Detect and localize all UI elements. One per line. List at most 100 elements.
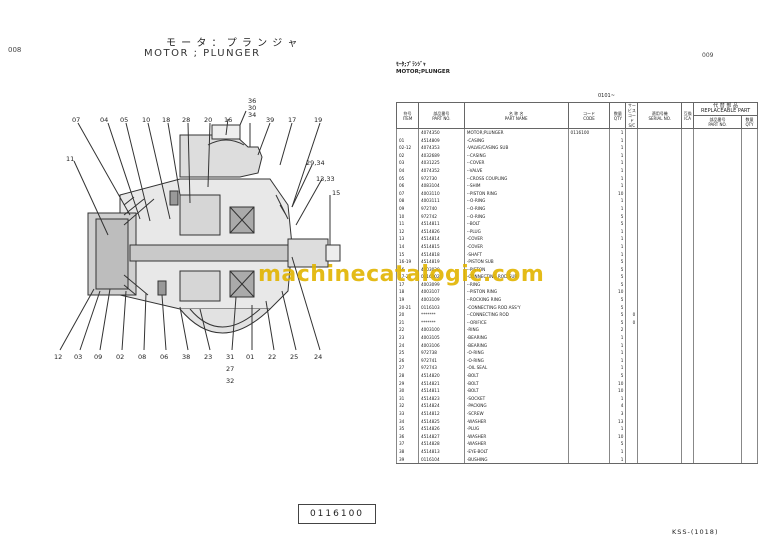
cell-name: -WASHER: [463, 432, 569, 441]
cell-empty: [637, 402, 683, 410]
cell-part-no: 4003110: [417, 189, 465, 198]
cell-name: --CASING: [463, 151, 569, 160]
cell-part-no: 4514814: [417, 235, 465, 243]
cell-name: -RING: [463, 326, 569, 335]
cell-part-no: 972741: [417, 356, 465, 365]
callout-label: 20: [204, 116, 212, 124]
cell-item: 02-12: [396, 144, 419, 152]
cell-name: --ORIFICE: [463, 318, 569, 327]
cell-empty: [637, 296, 683, 304]
cell-name: -WASHER: [463, 417, 569, 426]
callout-label: 03: [74, 353, 82, 361]
cell-qty: 5: [609, 212, 627, 221]
cell-name: MOTOR;PLUNGER: [463, 128, 569, 137]
cell-empty: [681, 409, 695, 418]
cell-part-no: 4514809: [417, 136, 465, 145]
cell-name: -BOLT: [463, 379, 569, 388]
cell-item: 16-19: [396, 258, 419, 266]
cell-empty: [693, 227, 742, 236]
callout-label: 22: [268, 353, 276, 361]
left-title-japanese: モ ー タ ： プ ラ ン ジ ャ: [166, 38, 299, 49]
cell-code: [567, 311, 611, 319]
cell-part-no: 0116103: [417, 303, 465, 312]
cell-empty: [681, 303, 695, 312]
cell-empty: [681, 144, 695, 152]
cell-qty: 5: [609, 265, 627, 274]
cell-empty: [740, 265, 759, 274]
cell-empty: [740, 242, 759, 251]
cell-empty: [681, 372, 695, 380]
cell-sc: [625, 174, 639, 183]
cell-item: 13: [396, 235, 419, 243]
cell-empty: [681, 197, 695, 205]
callout-label: 32: [226, 377, 234, 385]
cell-code: [567, 220, 611, 228]
cell-empty: [740, 288, 759, 297]
callout-label: 07: [72, 116, 80, 124]
cell-empty: [693, 258, 742, 266]
cell-qty: 1: [609, 174, 627, 183]
cell-qty: 5: [609, 220, 627, 228]
cell-code: [567, 394, 611, 403]
right-title-english: MOTOR;PLUNGER: [396, 69, 450, 75]
cell-qty: 5: [609, 303, 627, 312]
cell-empty: [637, 242, 683, 251]
cell-part-no: 4074353: [417, 144, 465, 152]
cell-name: --BOLT: [463, 220, 569, 228]
cell-item: 14: [396, 242, 419, 251]
callout-label: 31: [226, 353, 234, 361]
cell-name: -PLUG: [463, 425, 569, 433]
cell-part-no: 972730: [417, 174, 465, 183]
cell-qty: 1: [609, 341, 627, 350]
cell-empty: [637, 197, 683, 205]
right-page-number: 009: [702, 52, 714, 59]
cell-item: 30: [396, 387, 419, 395]
cell-empty: [681, 166, 695, 175]
cell-code: [567, 288, 611, 297]
cell-sc: 0: [625, 311, 639, 319]
cell-empty: [681, 334, 695, 342]
cell-code: [567, 364, 611, 372]
cell-empty: [681, 394, 695, 403]
cell-empty: [681, 265, 695, 274]
cell-empty: [693, 159, 742, 167]
cell-sc: [625, 144, 639, 152]
cell-qty: 3: [609, 409, 627, 418]
cell-part-no: 4514813: [417, 447, 465, 456]
cell-part-no: 4074352: [417, 166, 465, 175]
cell-item: 17-21: [396, 273, 419, 281]
cell-empty: [693, 417, 742, 426]
cell-name: --PISTON RING: [463, 189, 569, 198]
cell-sc: [625, 425, 639, 433]
cell-item: 08: [396, 197, 419, 205]
cell-part-no: 972738: [417, 349, 465, 357]
cell-empty: [681, 349, 695, 357]
cell-empty: [693, 182, 742, 190]
cell-item: 01: [396, 136, 419, 145]
cell-qty: 1: [609, 166, 627, 175]
cell-name: -WASHER: [463, 440, 569, 448]
callout-label: 19: [314, 116, 322, 124]
cell-empty: [681, 189, 695, 198]
cell-empty: [681, 432, 695, 441]
cell-item: 04: [396, 166, 419, 175]
cell-empty: [740, 356, 759, 365]
cell-part-no: 4514827: [417, 432, 465, 441]
cell-code: [567, 144, 611, 152]
left-title-english: MOTOR ; PLUNGER: [144, 48, 261, 59]
cell-empty: [637, 258, 683, 266]
cell-sc: [625, 151, 639, 160]
cell-empty: [681, 364, 695, 372]
cell-item: 15: [396, 250, 419, 259]
